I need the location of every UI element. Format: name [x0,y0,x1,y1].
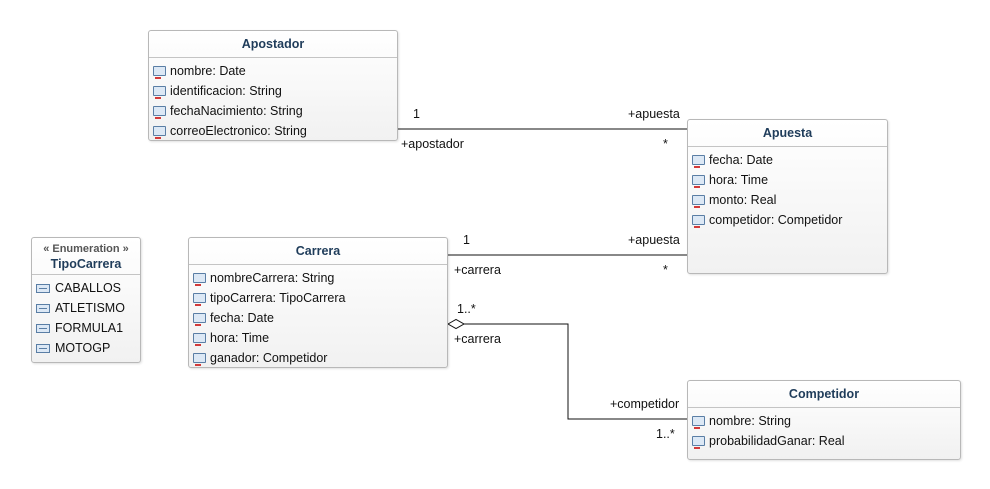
enum-literal[interactable]: MOTOGP [32,338,140,358]
attribute-icon [153,66,166,79]
attribute-icon [692,155,705,168]
attribute-row[interactable]: nombre: Date [149,61,397,81]
literal-icon [36,283,50,293]
multiplicity-apostador: 1 [413,107,420,121]
enumeration-tipocarrera[interactable]: « Enumeration » TipoCarrera CABALLOS ATL… [31,237,141,363]
attribute-label: monto: Real [709,193,777,207]
attribute-icon [193,293,206,306]
attribute-icon [692,195,705,208]
attribute-label: nombre: String [709,414,791,428]
attribute-icon [692,436,705,449]
attribute-label: hora: Time [210,331,270,345]
enum-stereotype: « Enumeration » [43,243,129,255]
attribute-icon [692,175,705,188]
attribute-row[interactable]: hora: Time [189,328,447,348]
attribute-row[interactable]: fechaNacimiento: String [149,101,397,121]
multiplicity-competidor: 1..* [656,427,675,441]
attribute-label: ganador: Competidor [210,351,328,365]
attribute-label: identificacion: String [170,84,282,98]
attribute-row[interactable]: competidor: Competidor [688,210,887,230]
literal-label: CABALLOS [55,281,122,295]
attribute-label: probabilidadGanar: Real [709,434,845,448]
attribute-row[interactable]: fecha: Date [189,308,447,328]
attribute-icon [692,215,705,228]
attribute-row[interactable]: ganador: Competidor [189,348,447,368]
role-carrera-2: +carrera [454,332,501,346]
attribute-label: hora: Time [709,173,769,187]
attribute-row[interactable]: identificacion: String [149,81,397,101]
attribute-row[interactable]: nombreCarrera: String [189,268,447,288]
multiplicity-carrera: 1 [463,233,470,247]
aggregation-diamond [446,318,466,330]
enum-literal[interactable]: CABALLOS [32,278,140,298]
literal-label: MOTOGP [55,341,111,355]
multiplicity-carrera-agg: 1..* [457,302,476,316]
class-name: Competidor [688,381,960,408]
literal-icon [36,323,50,333]
enum-literal[interactable]: FORMULA1 [32,318,140,338]
attribute-label: tipoCarrera: TipoCarrera [210,291,346,305]
class-apostador[interactable]: Apostador nombre: Date identificacion: S… [148,30,398,141]
multiplicity-apuesta-1: * [663,137,668,151]
attribute-row[interactable]: monto: Real [688,190,887,210]
role-competidor: +competidor [610,397,680,411]
attribute-icon [692,416,705,429]
attribute-icon [193,313,206,326]
attribute-label: correoElectronico: String [170,124,307,138]
literal-label: ATLETISMO [55,301,125,315]
attribute-icon [193,353,206,366]
enum-name: TipoCarrera [50,257,122,271]
attribute-label: fecha: Date [709,153,773,167]
class-competidor[interactable]: Competidor nombre: String probabilidadGa… [687,380,961,460]
role-carrera-1: +carrera [454,263,501,277]
role-apuesta-2: +apuesta [628,233,680,247]
attribute-label: competidor: Competidor [709,213,843,227]
attribute-row[interactable]: hora: Time [688,170,887,190]
literal-label: FORMULA1 [55,321,124,335]
attribute-label: fecha: Date [210,311,274,325]
literal-icon [36,303,50,313]
literal-icon [36,343,50,353]
class-carrera[interactable]: Carrera nombreCarrera: String tipoCarrer… [188,237,448,368]
class-name: Carrera [189,238,447,265]
multiplicity-apuesta-2: * [663,263,668,277]
attribute-row[interactable]: correoElectronico: String [149,121,397,141]
attribute-icon [153,126,166,139]
attribute-row[interactable]: nombre: String [688,411,960,431]
attribute-row[interactable]: tipoCarrera: TipoCarrera [189,288,447,308]
class-apuesta[interactable]: Apuesta fecha: Date hora: Time monto: Re… [687,119,888,274]
attribute-icon [153,86,166,99]
class-name: Apostador [149,31,397,58]
attribute-icon [153,106,166,119]
enum-literal[interactable]: ATLETISMO [32,298,140,318]
aggregation-carrera-competidor [464,323,687,420]
attribute-icon [193,333,206,346]
role-apostador: +apostador [401,137,464,151]
attribute-label: fechaNacimiento: String [170,104,303,118]
attribute-icon [193,273,206,286]
role-apuesta-1: +apuesta [628,107,680,121]
attribute-label: nombre: Date [170,64,246,78]
attribute-label: nombreCarrera: String [210,271,335,285]
attribute-row[interactable]: fecha: Date [688,150,887,170]
class-name: Apuesta [688,120,887,147]
attribute-row[interactable]: probabilidadGanar: Real [688,431,960,451]
